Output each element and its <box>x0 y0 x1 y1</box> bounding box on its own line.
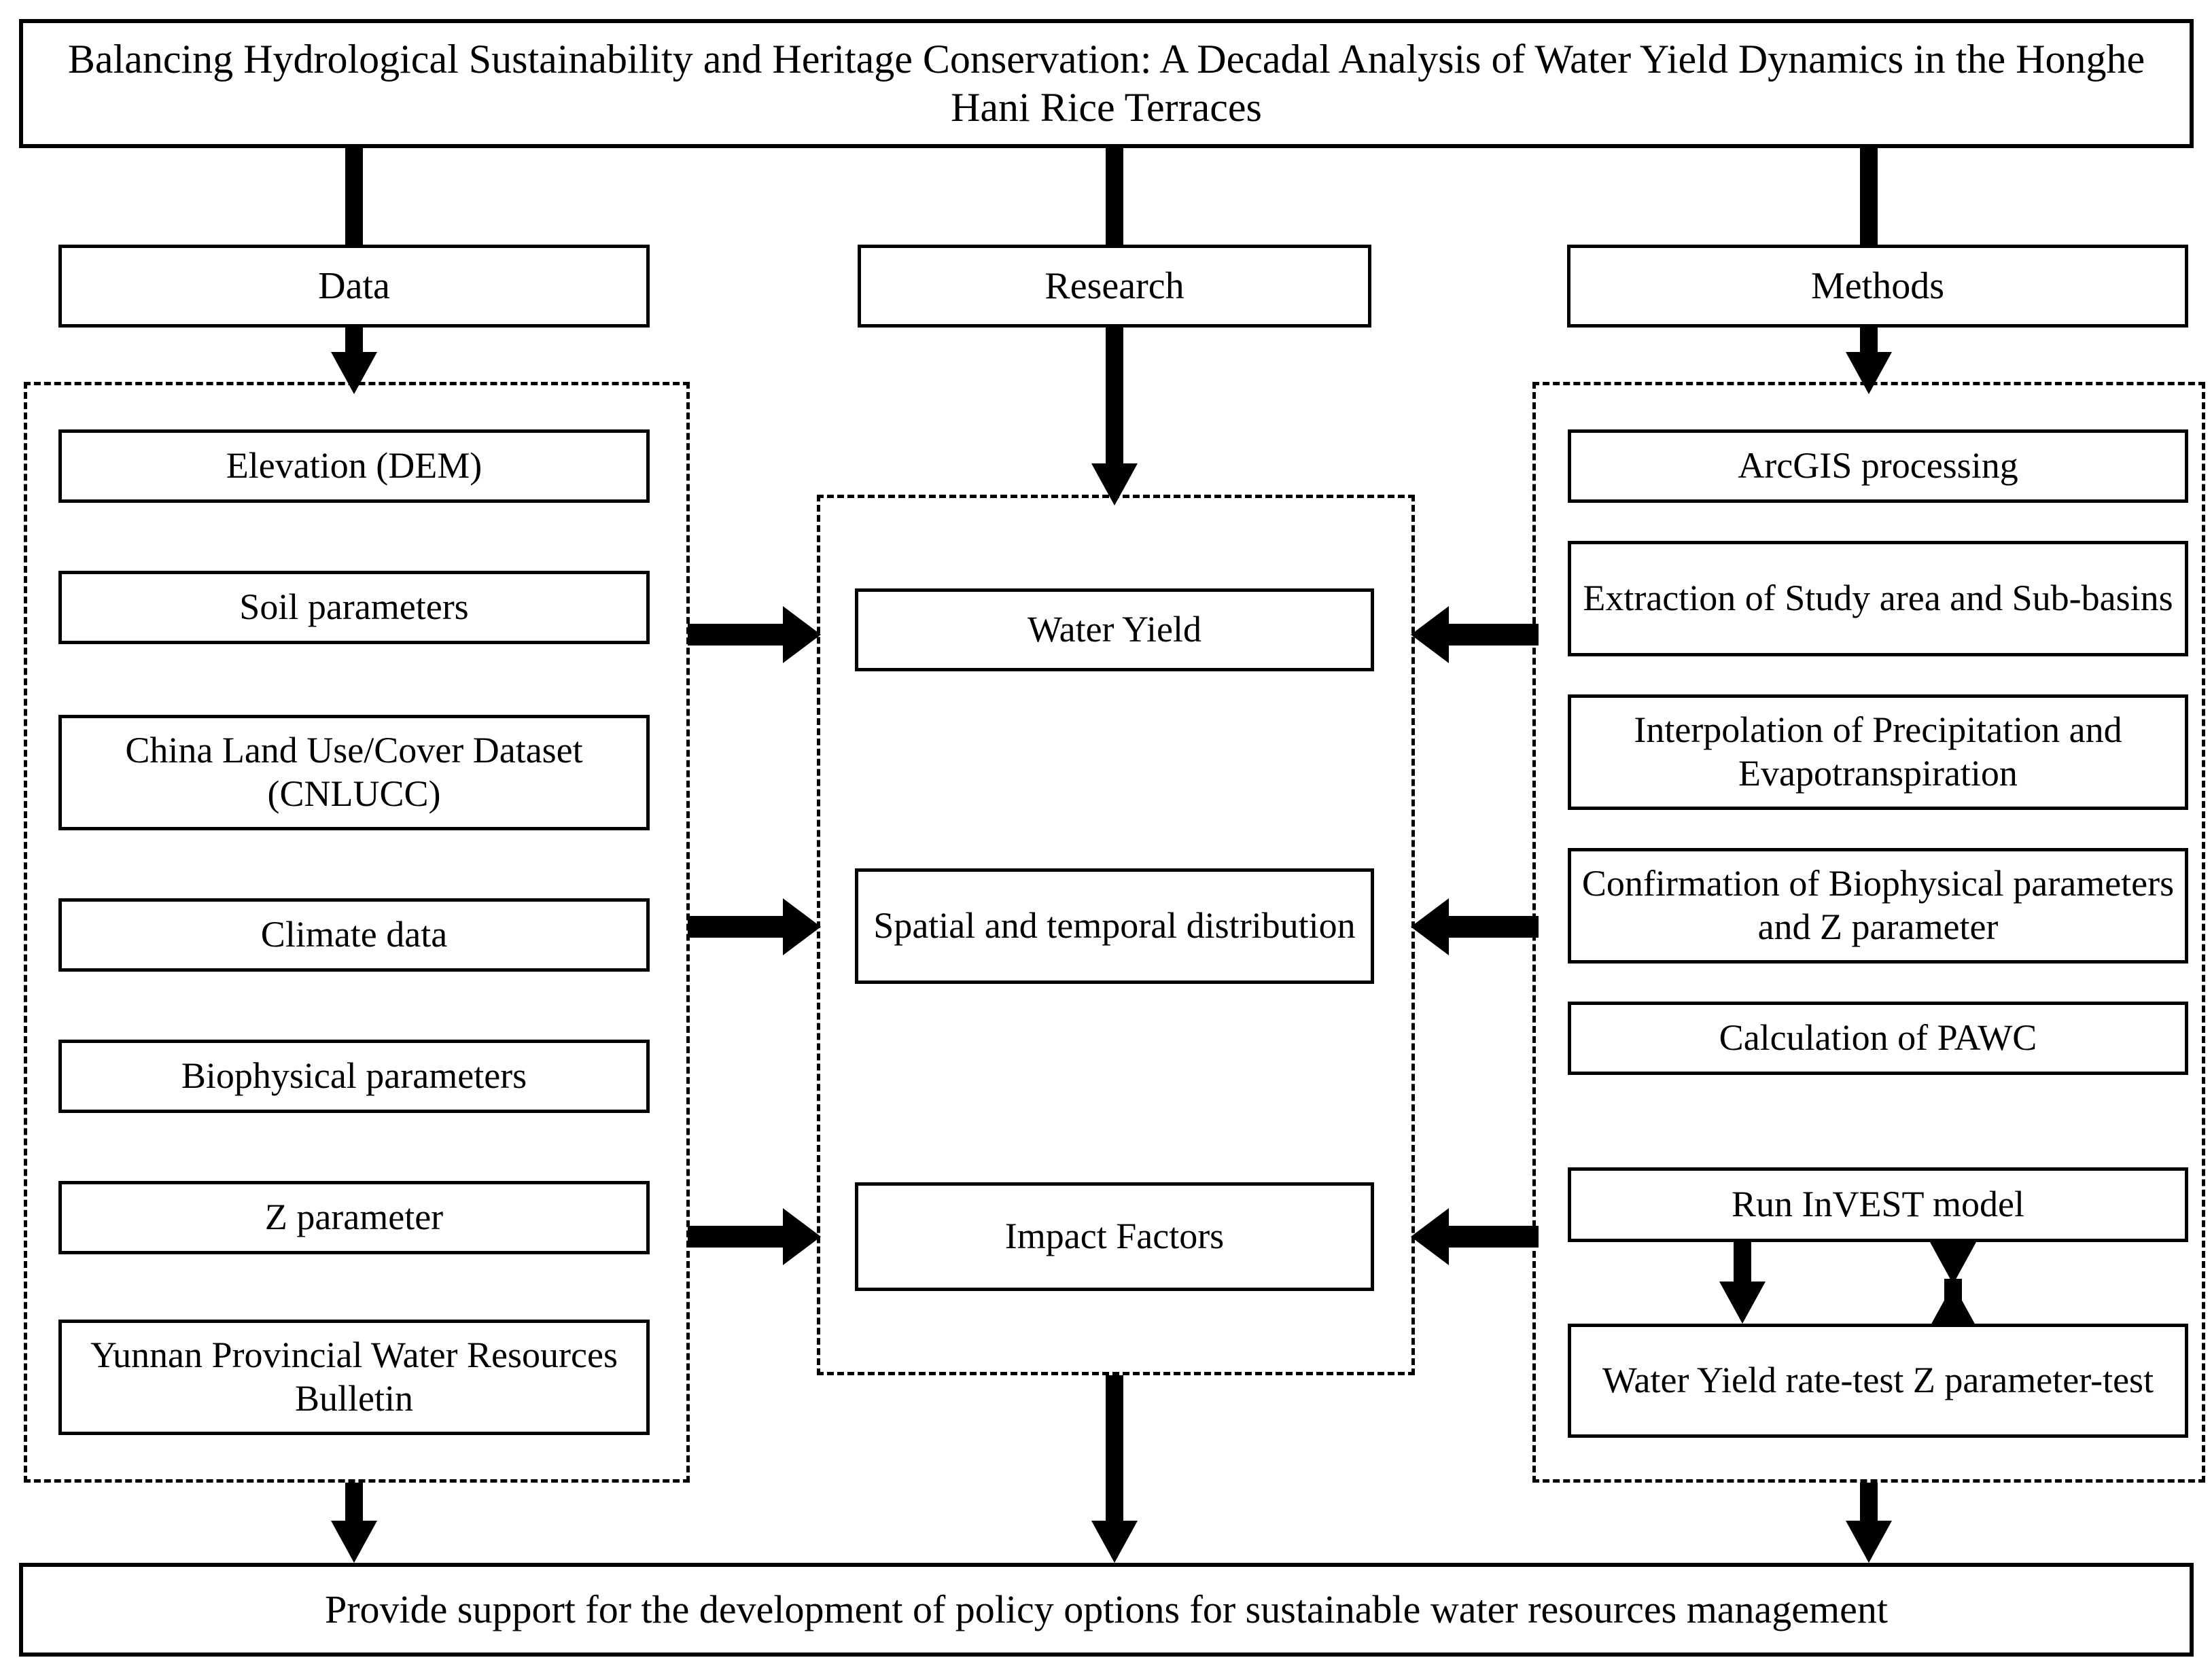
data-item-z-parameter: Z parameter <box>58 1181 650 1254</box>
data-item-biophysical-parameters: Biophysical parameters <box>58 1040 650 1113</box>
arrow-data-header-to-group <box>331 328 377 394</box>
methods-item-interpolation-label: Interpolation of Precipitation and Evapo… <box>1634 709 2122 794</box>
diagram-title-text: Balancing Hydrological Sustainability an… <box>67 37 2145 130</box>
column-header-research: Research <box>858 245 1371 328</box>
data-item-biophysical-parameters-label: Biophysical parameters <box>181 1055 527 1097</box>
diagram-footer-box: Provide support for the development of p… <box>19 1563 2194 1657</box>
methods-item-confirmation-biophysical: Confirmation of Biophysical parameters a… <box>1568 848 2188 964</box>
arrow-data-to-water-yield <box>688 605 821 665</box>
data-item-cnlucc-label: China Land Use/Cover Dataset (CNLUCC) <box>125 730 583 814</box>
research-item-impact-factors-label: Impact Factors <box>1004 1216 1225 1257</box>
data-item-elevation: Elevation (DEM) <box>58 429 650 503</box>
methods-item-run-invest-model-label: Run InVEST model <box>1732 1184 2024 1225</box>
methods-item-arcgis-processing: ArcGIS processing <box>1568 429 2188 503</box>
data-item-climate-data-label: Climate data <box>260 914 448 955</box>
arrow-methods-to-impact-factors <box>1411 1207 1539 1267</box>
arrow-methods-group-to-footer <box>1846 1483 1892 1563</box>
research-item-spatial-temporal: Spatial and temporal distribution <box>855 868 1374 984</box>
data-item-climate-data: Climate data <box>58 898 650 972</box>
arrow-methods-header-to-group <box>1846 328 1892 394</box>
column-header-methods: Methods <box>1567 245 2188 328</box>
diagram-footer-text: Provide support for the development of p… <box>324 1587 1889 1631</box>
methods-item-extraction-study-area: Extraction of Study area and Sub-basins <box>1568 541 2188 656</box>
methods-item-arcgis-processing-label: ArcGIS processing <box>1738 445 2018 487</box>
connector-title-to-methods <box>1860 148 1878 245</box>
research-item-water-yield: Water Yield <box>855 588 1374 671</box>
methods-item-water-yield-rate-test: Water Yield rate-test Z parameter-test <box>1568 1324 2188 1438</box>
research-item-water-yield-label: Water Yield <box>1027 609 1202 650</box>
arrow-research-header-to-group <box>1091 328 1138 506</box>
data-item-yunnan-bulletin-label: Yunnan Provincial Water Resources Bullet… <box>90 1335 618 1419</box>
methods-item-interpolation: Interpolation of Precipitation and Evapo… <box>1568 694 2188 810</box>
arrow-invest-to-rate-test <box>1719 1242 1766 1324</box>
data-item-z-parameter-label: Z parameter <box>264 1197 444 1238</box>
data-item-soil-parameters: Soil parameters <box>58 571 650 644</box>
arrow-rate-test-to-invest <box>1930 1242 1976 1326</box>
methods-item-calculation-pawc-label: Calculation of PAWC <box>1719 1017 2037 1059</box>
connector-title-to-research <box>1106 148 1123 245</box>
arrow-methods-to-water-yield <box>1411 605 1539 665</box>
column-header-data-label: Data <box>318 264 390 307</box>
column-header-research-label: Research <box>1044 264 1184 307</box>
column-header-methods-label: Methods <box>1811 264 1944 307</box>
connector-title-to-data <box>345 148 363 245</box>
data-item-elevation-label: Elevation (DEM) <box>226 445 482 487</box>
methods-item-water-yield-rate-test-label: Water Yield rate-test Z parameter-test <box>1602 1360 2154 1401</box>
methods-item-extraction-study-area-label: Extraction of Study area and Sub-basins <box>1583 578 2173 619</box>
arrow-research-group-to-footer <box>1091 1375 1138 1563</box>
data-item-yunnan-bulletin: Yunnan Provincial Water Resources Bullet… <box>58 1320 650 1435</box>
arrow-methods-to-spatial-temporal <box>1411 897 1539 957</box>
methods-item-confirmation-biophysical-label: Confirmation of Biophysical parameters a… <box>1581 863 2175 947</box>
arrow-data-group-to-footer <box>331 1483 377 1563</box>
methods-item-run-invest-model: Run InVEST model <box>1568 1167 2188 1242</box>
data-item-soil-parameters-label: Soil parameters <box>239 586 469 628</box>
diagram-title-box: Balancing Hydrological Sustainability an… <box>19 19 2194 148</box>
arrow-data-to-impact-factors <box>688 1207 821 1267</box>
data-item-cnlucc: China Land Use/Cover Dataset (CNLUCC) <box>58 715 650 830</box>
arrow-data-to-spatial-temporal <box>688 897 821 957</box>
methods-item-calculation-pawc: Calculation of PAWC <box>1568 1002 2188 1075</box>
research-item-impact-factors: Impact Factors <box>855 1182 1374 1291</box>
research-item-spatial-temporal-label: Spatial and temporal distribution <box>873 905 1356 947</box>
column-header-data: Data <box>58 245 650 328</box>
